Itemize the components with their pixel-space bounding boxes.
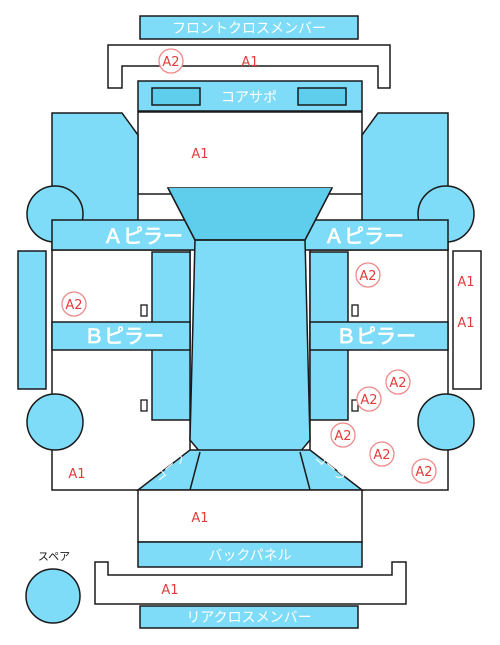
back-panel-label: バックパネル — [208, 548, 291, 564]
door-handle-left-rear — [140, 399, 148, 412]
tag-right-side-a1-top: A1 — [457, 275, 474, 290]
b-pillar-right — [309, 321, 449, 351]
tag-trunk-a1: A1 — [191, 511, 208, 526]
b-pillar-left — [51, 321, 191, 351]
rear-cross-member-label: リアクロスメンバー — [186, 610, 311, 626]
svg-text:A2: A2 — [359, 269, 376, 284]
tag-rear-cm-a1: A1 — [161, 583, 178, 598]
b-pillar-left-label: Ｂピラー — [84, 324, 164, 348]
a-pillar-right-label: Ａピラー — [324, 224, 404, 248]
tag-right-quarter-a2-1: A2 — [330, 422, 356, 448]
b-pillar-right-label: Ｂピラー — [336, 324, 416, 348]
windshield-edge — [167, 187, 333, 241]
tag-right-rear-a2-2: A2 — [356, 386, 382, 412]
a-pillar-left-label: Ａピラー — [103, 224, 183, 248]
headlight-left — [151, 87, 201, 106]
rear-cross-member-bar — [139, 605, 359, 629]
svg-text:A2: A2 — [334, 429, 351, 444]
rear-bumper-bracket — [94, 561, 407, 605]
front-cross-member-bar — [139, 15, 359, 40]
spare-label: スペア — [38, 550, 70, 563]
trunk-lid — [137, 489, 363, 543]
door-handle-left-front — [140, 304, 148, 317]
svg-text:A2: A2 — [360, 393, 377, 408]
core-support-label: コアサポ — [221, 90, 277, 106]
tag-right-side-a1-bottom: A1 — [457, 316, 474, 331]
tag-left-quarter-a1: A1 — [68, 467, 85, 482]
hood — [137, 111, 363, 195]
tag-front-cm-a2: A2 — [158, 48, 184, 74]
tag-hood-a1: A1 — [191, 147, 208, 162]
door-handle-right-rear — [351, 399, 359, 412]
right-side-strip — [452, 250, 482, 390]
tag-right-quarter-a2-2: A2 — [369, 441, 395, 467]
svg-text:A2: A2 — [389, 376, 406, 391]
left-side-strip — [17, 250, 47, 390]
tag-right-rear-a2-1: A2 — [385, 369, 411, 395]
tag-right-front-door-a2: A2 — [355, 262, 381, 288]
tag-right-quarter-a2-3: A2 — [411, 458, 437, 484]
tag-front-cm-a1: A1 — [241, 55, 258, 70]
rear-wheel-left — [26, 393, 84, 451]
svg-text:A2: A2 — [65, 298, 82, 313]
tag-left-door-a2: A2 — [61, 291, 87, 317]
headlight-right — [297, 87, 347, 106]
door-handle-right-front — [351, 304, 359, 317]
rear-wheel-right — [417, 393, 475, 451]
svg-text:A2: A2 — [415, 465, 432, 480]
svg-text:A2: A2 — [162, 55, 179, 70]
svg-text:A2: A2 — [373, 448, 390, 463]
spare-tire — [25, 568, 81, 624]
front-cross-member-label: フロントクロスメンバー — [172, 21, 326, 37]
back-panel — [137, 541, 363, 568]
